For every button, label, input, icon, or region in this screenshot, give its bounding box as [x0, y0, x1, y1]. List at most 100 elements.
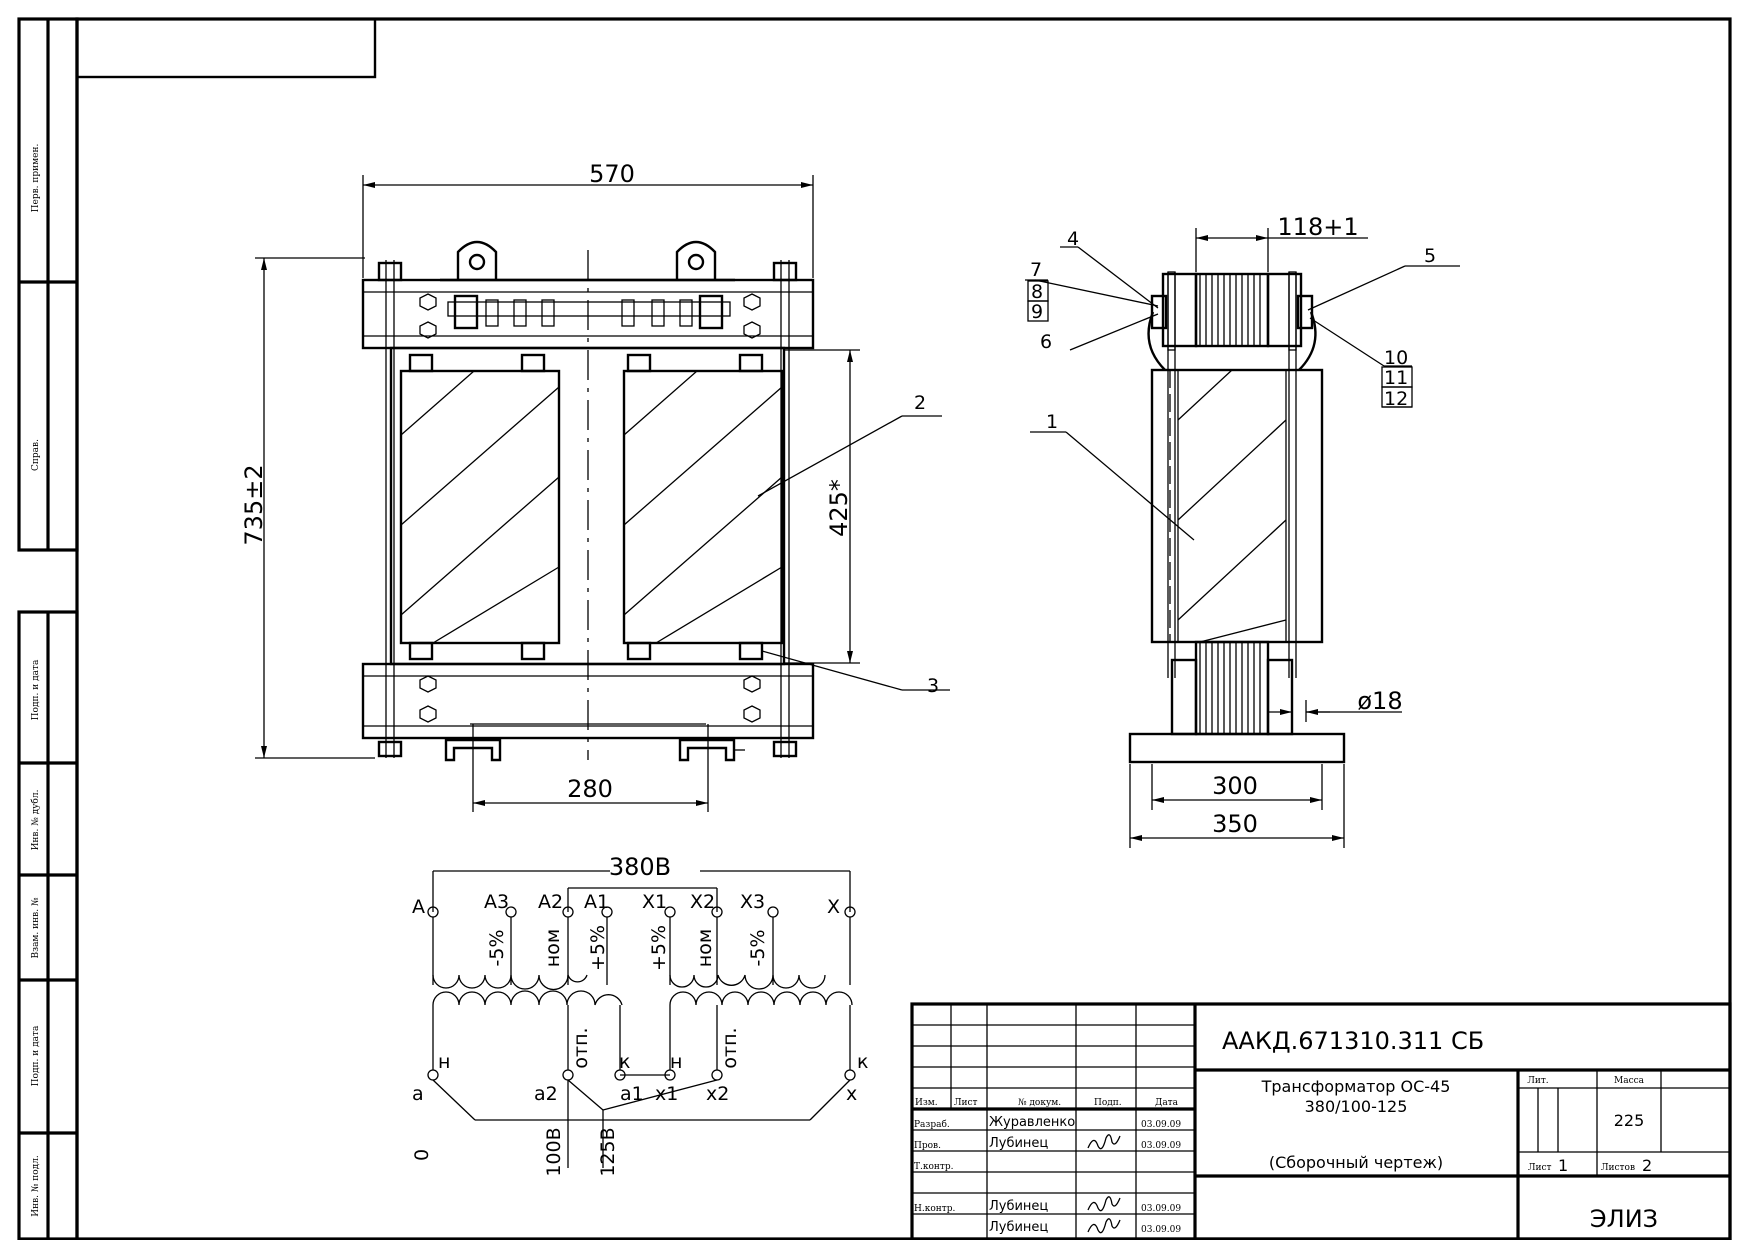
title-block: [910, 1002, 1732, 1240]
mass-label: Масса: [1614, 1076, 1645, 1086]
output-0: 0: [411, 1149, 433, 1161]
side-dimensions: [1129, 228, 1402, 848]
side-callouts: 4 7 8 9 6 1 5 10 11 12: [1025, 228, 1460, 541]
title-line-2: 380/100-125: [1305, 1097, 1408, 1116]
col-izm: Изм.: [915, 1098, 938, 1108]
sec-letter-n-left: н: [438, 1051, 450, 1073]
role-1: Пров.: [914, 1141, 941, 1151]
callout-3: 3: [927, 675, 939, 697]
date-0: 03.09.09: [1141, 1120, 1181, 1130]
tap-A2: A2: [538, 891, 563, 913]
front-dim-labels: 570 735±2 425* 280: [240, 160, 853, 803]
tap-X: X: [827, 896, 840, 918]
callout-8: 8: [1031, 281, 1043, 303]
date-5: 03.09.09: [1141, 1225, 1181, 1235]
role-0: Разраб.: [914, 1119, 950, 1130]
voltage-label: 380В: [609, 853, 671, 881]
col-doc: № докум.: [1018, 1098, 1061, 1108]
company-name: ЭЛИЗ: [1590, 1205, 1658, 1233]
sec-tap-x1: x1: [655, 1083, 678, 1105]
dim-280: 280: [567, 775, 613, 803]
col-sign: Подп.: [1094, 1098, 1122, 1108]
callout-7: 7: [1030, 259, 1042, 281]
tap-X2: X2: [690, 891, 715, 913]
sec-tap-a1: a1: [620, 1083, 644, 1105]
tap-A1: A1: [584, 891, 609, 913]
winding-schematic: [427, 870, 856, 1168]
dim-735: 735±2: [240, 464, 268, 545]
lit-label: Лит.: [1527, 1076, 1548, 1086]
front-callouts: 2 3: [757, 392, 950, 697]
stamp-ref: Справ.: [31, 439, 41, 471]
col-list: Лист: [954, 1098, 978, 1108]
sec-letter-otp-left: отп.: [570, 1027, 592, 1068]
name-5: Лубинец: [989, 1220, 1048, 1235]
sec-letter-k-left: к: [619, 1051, 630, 1073]
tap-A: A: [412, 896, 425, 918]
schematic-labels: 380В A A3 A2 A1 X1 X2 X3 X -5% ном +5% +…: [411, 853, 868, 1177]
sheets-value: 2: [1642, 1156, 1652, 1175]
name-0: Журавленко: [989, 1115, 1075, 1130]
tap-A3: A3: [484, 891, 509, 913]
side-stamp-labels: Перв. примен. Справ. Подп. и дата Инв. №…: [30, 144, 41, 1217]
sec-tap-x: x: [846, 1083, 857, 1105]
sec-tap-a: a: [412, 1083, 424, 1105]
dim-570: 570: [589, 160, 635, 188]
title-block-text: ААКД.671310.311 СБ Трансформатор ОС-45 3…: [914, 1027, 1658, 1235]
signature-3: [1087, 1218, 1121, 1234]
callout-6: 6: [1040, 331, 1052, 353]
stamp-dup-inv: Инв. № дубл.: [30, 789, 41, 850]
stamp-replace-inv: Взам. инв. №: [31, 898, 41, 959]
tap-X3: X3: [740, 891, 765, 913]
sec-letter-n-right: н: [670, 1051, 682, 1073]
date-1: 03.09.09: [1141, 1141, 1181, 1151]
output-125: 125В: [597, 1127, 619, 1176]
callout-1: 1: [1046, 411, 1058, 433]
mass-value: 225: [1614, 1111, 1645, 1130]
doc-number: ААКД.671310.311 СБ: [1222, 1027, 1484, 1055]
dim-350: 350: [1212, 810, 1258, 838]
sheet-frame: [17, 17, 1732, 1240]
sec-letter-k-right: к: [857, 1051, 868, 1073]
callout-4: 4: [1067, 228, 1079, 250]
col-date: Дата: [1155, 1098, 1179, 1108]
sec-tap-a2: a2: [534, 1083, 558, 1105]
sheet-value: 1: [1558, 1156, 1568, 1175]
sheet-label: Лист: [1528, 1163, 1552, 1173]
title-line-3: (Сборочный чертеж): [1269, 1153, 1443, 1172]
callout-5: 5: [1424, 245, 1436, 267]
tap-label-nom-left: ном: [542, 929, 564, 967]
tap-label-minus5-right: -5%: [747, 930, 769, 967]
callout-2: 2: [914, 392, 926, 414]
role-2: Т.контр.: [914, 1162, 954, 1172]
name-1: Лубинец: [989, 1136, 1048, 1151]
callout-11: 11: [1384, 367, 1408, 389]
front-view: [361, 240, 815, 762]
dim-425: 425*: [825, 479, 853, 537]
title-line-1: Трансформатор ОС-45: [1261, 1077, 1451, 1096]
dim-118: 118+1: [1277, 213, 1358, 241]
tap-label-plus5-right: +5%: [648, 925, 670, 971]
callout-10: 10: [1384, 347, 1408, 369]
sheets-label: Листов: [1601, 1163, 1635, 1173]
stamp-first-use: Перв. примен.: [31, 144, 41, 213]
role-4: Н.контр.: [914, 1204, 955, 1214]
dim-d18: ø18: [1357, 687, 1402, 715]
stamp-orig-inv: Инв. № подл.: [31, 1155, 41, 1217]
signature-1: [1087, 1134, 1121, 1150]
name-4: Лубинец: [989, 1199, 1048, 1214]
side-view: [1128, 271, 1346, 764]
stamp-sign-date-1: Подп. и дата: [31, 659, 41, 720]
tap-X1: X1: [642, 891, 667, 913]
callout-12: 12: [1384, 388, 1408, 410]
signature-2: [1087, 1196, 1121, 1212]
stamp-sign-date-2: Подп. и дата: [31, 1025, 41, 1086]
tap-label-minus5-left: -5%: [486, 930, 508, 967]
output-100: 100В: [543, 1127, 565, 1176]
callout-9: 9: [1031, 301, 1043, 323]
sec-letter-otp-right: отп.: [719, 1027, 741, 1068]
front-dimensions: [255, 175, 860, 812]
side-dim-labels: 118+1 ø18 300 350: [1212, 213, 1403, 838]
dim-300: 300: [1212, 772, 1258, 800]
